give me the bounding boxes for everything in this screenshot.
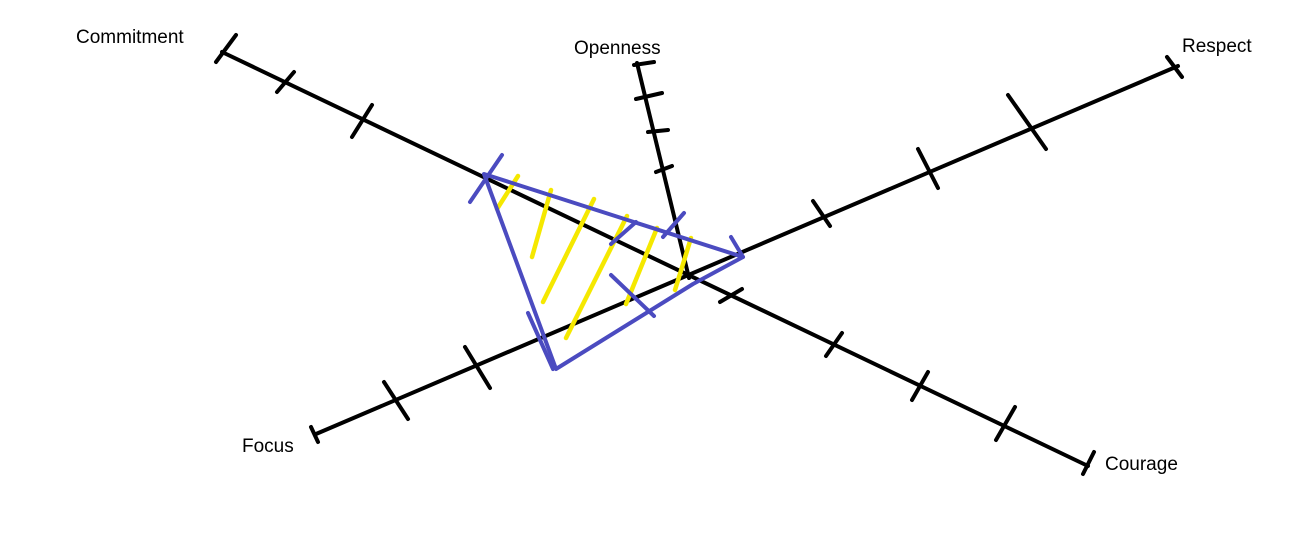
tick-courage-3 xyxy=(910,370,930,402)
tick-courage-4 xyxy=(994,405,1017,442)
tick-courage-1 xyxy=(718,287,744,304)
marker-openness xyxy=(661,211,686,239)
marker-courage xyxy=(609,273,656,318)
hatch-stroke xyxy=(672,235,694,293)
tick-respect-2 xyxy=(916,147,940,190)
marker-commitment xyxy=(468,153,504,204)
tick-openness-4 xyxy=(634,91,664,101)
axis-label-focus: Focus xyxy=(242,436,294,457)
ticks-group xyxy=(214,33,1184,476)
hatch-stroke xyxy=(623,225,660,307)
tick-commitment-3 xyxy=(350,103,374,139)
tick-courage-2 xyxy=(824,331,844,358)
tick-focus-3 xyxy=(463,345,492,390)
tick-openness-end xyxy=(632,60,656,67)
hatch-stroke xyxy=(529,187,554,260)
axis-commitment-courage xyxy=(220,50,1090,468)
axis-focus-respect xyxy=(314,64,1180,436)
tick-courage-end xyxy=(1081,450,1096,476)
hatch-stroke xyxy=(540,196,597,305)
polygon-outline xyxy=(482,172,745,371)
tick-openness-2 xyxy=(654,164,674,174)
tick-commitment-end xyxy=(214,33,238,64)
tick-commitment-4 xyxy=(275,70,296,94)
axis-label-respect: Respect xyxy=(1182,36,1252,57)
tick-focus-end xyxy=(309,425,320,444)
marker-inner-cross xyxy=(609,220,638,246)
marker-respect xyxy=(729,235,745,259)
axis-label-commitment: Commitment xyxy=(76,27,184,48)
value-polygon xyxy=(468,153,745,371)
axis-label-openness: Openness xyxy=(574,38,661,59)
marker-focus xyxy=(526,311,555,371)
tick-respect-3 xyxy=(1006,93,1048,151)
tick-openness-3 xyxy=(646,128,670,134)
hatch-stroke xyxy=(494,173,521,212)
tick-focus-4 xyxy=(382,380,410,421)
axis-label-courage: Courage xyxy=(1105,454,1178,475)
tick-respect-1 xyxy=(811,199,832,228)
tick-respect-end xyxy=(1165,55,1184,79)
hatch-fill xyxy=(494,173,694,341)
